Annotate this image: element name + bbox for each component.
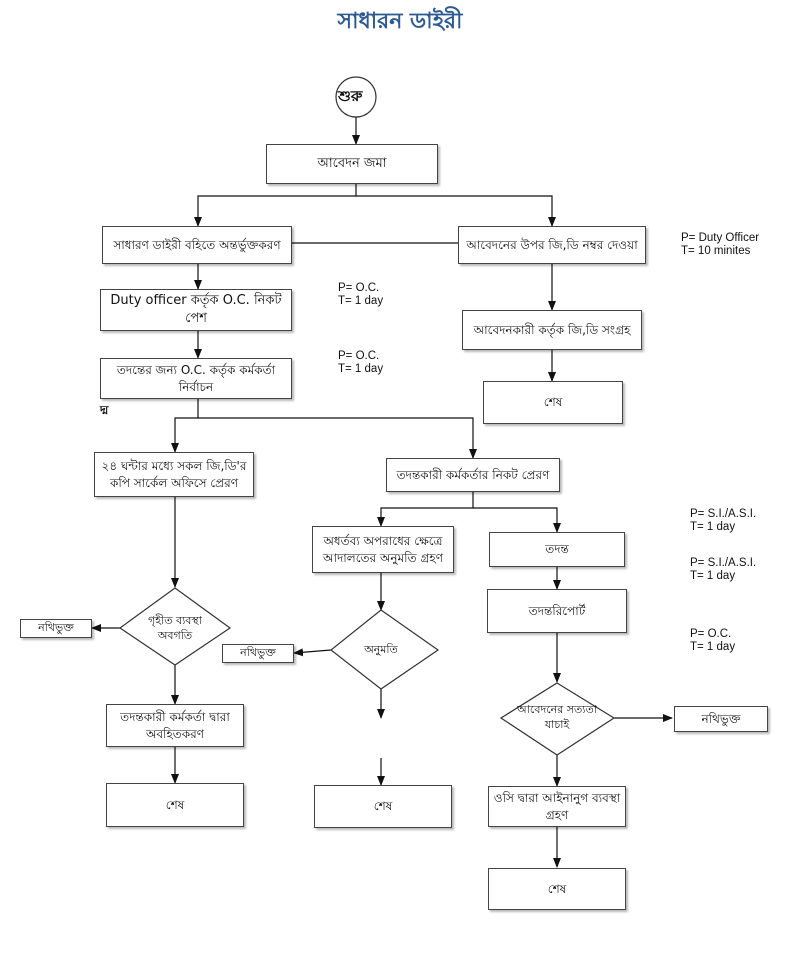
page-title: সাধারন ডাইরী <box>337 9 463 34</box>
filed-right-box: নথিভুক্ত <box>674 706 768 732</box>
end-box-3: শেষ <box>314 785 452 828</box>
select-officer-box: তদন্তের জন্য O.C. কর্তৃক কর্মকর্তা নির্ব… <box>100 358 292 399</box>
decision-diamond-action-review <box>118 587 232 666</box>
note-oc-2: P= O.C. T= 1 day <box>338 350 384 375</box>
collect-gd-box: আবেদনকারী কর্তৃক জি,ডি সংগ্রহ <box>462 310 642 350</box>
copy-to-circle-box: ২৪ ঘন্টার মধ্যে সকল জি,ডি'র কপি সার্কেল … <box>94 452 254 497</box>
duty-officer-box: Duty officer কর্তৃক O.C. নিকট পেশ <box>100 289 292 331</box>
note-si-2: P= S.I./A.S.I. T= 1 day <box>690 557 757 582</box>
stray-mark: দ্ম <box>100 403 109 417</box>
end-box-2: শেষ <box>106 783 244 827</box>
note-oc-1: P= O.C. T= 1 day <box>338 282 384 307</box>
oc-legal-action-box: ওসি দ্বারা আইনানুগ ব্যবস্থা গ্রহণ <box>488 786 626 827</box>
investigation-report-box: তদন্তরিপোর্ট <box>487 589 627 633</box>
decision-diamond-verify <box>499 682 616 756</box>
filed-left-box: নথিভুক্ত <box>20 619 92 638</box>
investigation-box: তদন্ত <box>489 532 625 567</box>
assign-gd-number-box: আবেদনের উপর জি,ডি নম্বর দেওয়া <box>458 226 646 264</box>
gd-entry-box: সাধারণ ডাইরী বহিতে অন্তর্ভুক্তকরণ <box>102 226 292 264</box>
court-permission-box: অধর্তব্য অপরাধের ক্ষেত্রে আদালতের অনুমতি… <box>312 526 454 573</box>
note-duty-officer-time: P= Duty Officer T= 10 minites <box>681 232 760 257</box>
decision-label-verify: আবেদনের সত্যতা যাচাই <box>517 703 597 731</box>
end-box-1: শেষ <box>483 381 623 424</box>
decision-label-action-review: গৃহীত ব্যবস্থা অবগতি <box>148 614 202 642</box>
send-to-investigator-box: তদন্তকারী কর্মকর্তার নিকট প্রেরণ <box>386 458 560 492</box>
decision-diamond-permission <box>330 609 440 690</box>
filed-mid-box: নথিভুক্ত <box>222 644 294 663</box>
note-si-1: P= S.I./A.S.I. T= 1 day <box>690 508 757 533</box>
note-oc-3: P= O.C. T= 1 day <box>690 628 736 653</box>
end-box-4: শেষ <box>488 868 626 910</box>
inform-box: তদন্তকারী কর্মকর্তা দ্বারা অবহিতকরণ <box>106 704 244 747</box>
submit-application-box: আবেদন জমা <box>266 144 438 184</box>
decision-label-permission: অনুমতি <box>364 642 398 656</box>
start-label: শুরু <box>338 87 363 105</box>
